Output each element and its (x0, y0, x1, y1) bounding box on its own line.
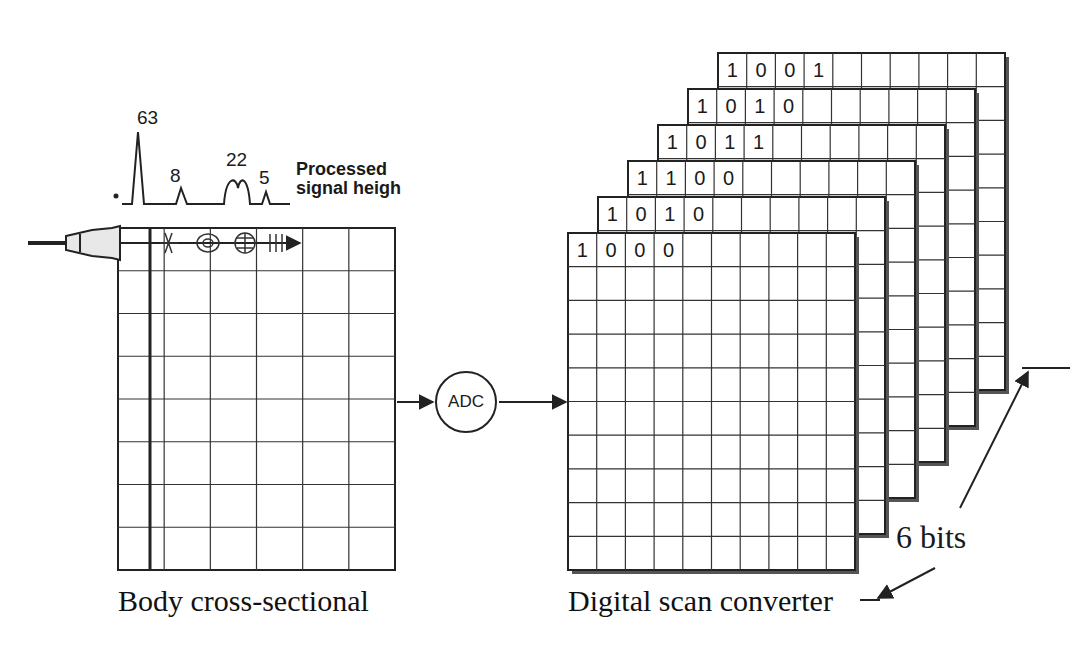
stroke (118, 313, 395, 314)
drawing-part (122, 132, 290, 204)
bit-value: 0 (751, 59, 771, 81)
tissue-icons (160, 233, 282, 253)
drawing-part (197, 234, 219, 252)
stroke (118, 398, 395, 399)
node-label: ADC (448, 392, 484, 412)
drawing-part (270, 234, 282, 252)
cross-section-grid: Body cross-sectional (118, 228, 395, 570)
stroke (118, 270, 395, 271)
bit-value: 0 (721, 95, 741, 117)
drawing-part (79, 234, 81, 252)
bit-value: 1 (572, 239, 592, 261)
stroke (628, 194, 915, 195)
drawing-part (28, 241, 66, 245)
bit-value: 0 (631, 203, 651, 225)
stroke (568, 435, 855, 436)
drawing-part (860, 599, 880, 601)
bit-value: 0 (780, 59, 800, 81)
bit-value: 0 (778, 95, 798, 117)
stroke (568, 536, 855, 537)
drawing-part (66, 226, 120, 260)
drawing-part (1022, 367, 1070, 369)
body-grid (118, 228, 395, 570)
bit-value: 1 (602, 203, 622, 225)
bit-value: 1 (720, 131, 740, 153)
stroke (598, 230, 885, 231)
signal-value: 8 (170, 166, 181, 187)
stroke (568, 300, 855, 301)
drawing-part (960, 372, 1028, 508)
drawing-part (878, 568, 935, 598)
signal-value: 5 (259, 168, 270, 189)
bit-value: 0 (718, 167, 738, 189)
stroke (568, 334, 855, 335)
stroke (118, 484, 395, 485)
stroke (688, 122, 975, 123)
signal-value: 22 (226, 150, 247, 171)
drawing-part (203, 239, 213, 247)
bit-value: 1 (808, 59, 828, 81)
bit-value: 0 (658, 239, 678, 261)
drawing-part (237, 233, 253, 253)
stroke (118, 527, 395, 528)
bit-value: 1 (748, 131, 768, 153)
bit-value: 1 (660, 203, 680, 225)
bit-value: 1 (661, 167, 681, 189)
stroke (118, 441, 395, 442)
bit-value: 1 (692, 95, 712, 117)
plane-frame (568, 233, 855, 570)
drawing-part (160, 233, 178, 253)
bit-value: 1 (632, 167, 652, 189)
stroke (118, 356, 395, 357)
bit-value: 1 (750, 95, 770, 117)
bit-value: 0 (630, 239, 650, 261)
bit-value: 1 (722, 59, 742, 81)
adc-circle: ADC (435, 371, 497, 433)
stroke (568, 401, 855, 402)
figure-caption: Body cross-sectional (118, 584, 369, 618)
bit-plane (568, 233, 859, 574)
bit-depth-label: 6 bits (896, 520, 966, 555)
stroke (568, 468, 855, 469)
grid-frame (118, 228, 395, 570)
drawing-part (149, 228, 152, 570)
scan-converter-plane: Digital scan converter (568, 233, 855, 570)
bit-value: 0 (601, 239, 621, 261)
drawing-part (120, 242, 300, 244)
transducer-probe (28, 226, 300, 570)
bit-value: 0 (691, 131, 711, 153)
signal-value: 63 (137, 108, 158, 129)
bit-value: 0 (690, 167, 710, 189)
drawing-part (115, 195, 118, 198)
stroke (568, 367, 855, 368)
signal-arrow (499, 401, 566, 403)
processed-signal-trace (115, 132, 291, 204)
stroke (568, 266, 855, 267)
bit-depth-arrows (860, 368, 1070, 600)
bit-value: 1 (662, 131, 682, 153)
drawing-part (235, 233, 255, 253)
signal-arrow (397, 401, 433, 403)
stroke (568, 502, 855, 503)
bit-value: 0 (688, 203, 708, 225)
stroke (718, 86, 1005, 87)
stroke (658, 158, 945, 159)
signal-caption: Processed signal heigh (296, 160, 416, 198)
bit-plane-stack (568, 53, 1009, 574)
figure-caption: Digital scan converter (568, 584, 833, 618)
